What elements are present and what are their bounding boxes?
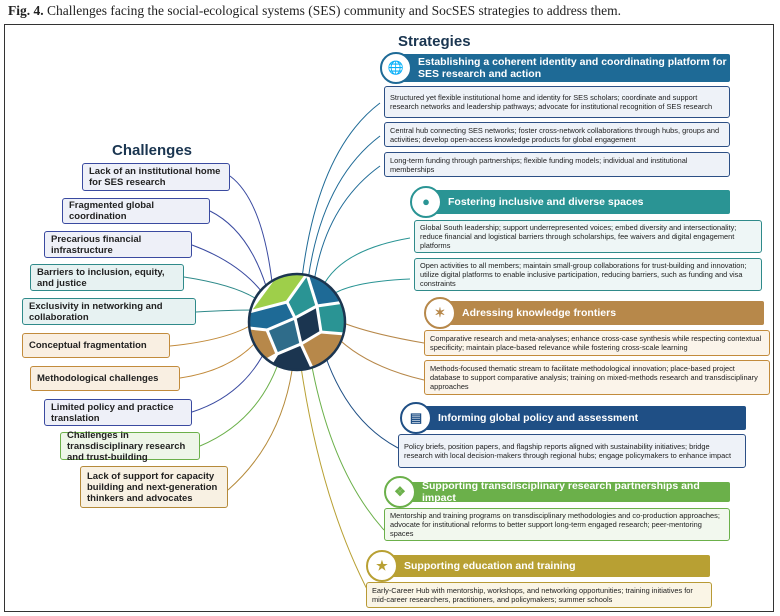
challenge-institutional-home: Lack of an institutional home for SES re… — [82, 163, 230, 191]
strategy-transdisciplinary: ❖ Supporting transdisciplinary research … — [384, 476, 730, 508]
strategy-education: ★ Supporting education and training — [366, 550, 710, 582]
challenge-capacity-building: Lack of support for capacity building an… — [80, 466, 228, 508]
strategies-heading: Strategies — [398, 33, 471, 50]
strategy-item: Long-term funding through partnerships; … — [384, 152, 730, 177]
strategy-item: Comparative research and meta-analyses; … — [424, 330, 770, 356]
challenge-methodological: Methodological challenges — [30, 366, 180, 391]
challenge-label: Precarious financial infrastructure — [51, 233, 142, 256]
challenge-fragmented-coordination: Fragmented global coordination — [62, 198, 210, 224]
challenge-label: Conceptual fragmentation — [29, 340, 147, 351]
strategy-title: Supporting transdisciplinary research pa… — [422, 480, 700, 504]
strategy-item: Methods-focused thematic stream to facil… — [424, 360, 770, 395]
document-chart-icon: ▤ — [400, 402, 432, 434]
challenge-label: Lack of support for capacity building an… — [87, 470, 218, 504]
challenge-inclusion-barriers: Barriers to inclusion, equity, and justi… — [30, 264, 184, 291]
strategy-item: Mentorship and training programs on tran… — [384, 508, 730, 541]
strategy-title: Adressing knowledge frontiers — [462, 307, 617, 319]
strategy-inclusive-spaces: ● Fostering inclusive and diverse spaces — [410, 186, 730, 218]
central-emblem — [247, 272, 347, 372]
figure-frame — [4, 24, 774, 612]
strategy-item: Global South leadership; support underre… — [414, 220, 762, 253]
strategy-identity-platform: 🌐 Establishing a coherent identity and c… — [380, 52, 730, 84]
challenge-label: Methodological challenges — [37, 373, 159, 384]
lightbulb-icon: ✶ — [424, 297, 456, 329]
strategy-title: Establishing a coherent identity and coo… — [418, 56, 727, 80]
strategy-item: Early-Career Hub with mentorship, worksh… — [366, 582, 712, 608]
strategy-item: Structured yet flexible institutional ho… — [384, 86, 730, 118]
challenge-transdisciplinary: Challenges in transdisciplinary research… — [60, 429, 200, 463]
figure-caption: Fig. 4. Challenges facing the social-eco… — [8, 3, 621, 19]
challenge-label: Lack of an institutional home for SES re… — [89, 166, 221, 188]
strategy-item: Open activities to all members; maintain… — [414, 258, 762, 291]
caption-text: Challenges facing the social-ecological … — [47, 3, 622, 18]
globe-network-icon: 🌐 — [380, 52, 412, 84]
challenge-label: Exclusivity in networking and collaborat… — [29, 300, 163, 323]
challenge-label: Barriers to inclusion, equity, and justi… — [37, 266, 165, 289]
people-circle-icon: ● — [410, 186, 442, 218]
caption-label: Fig. 4. — [8, 3, 44, 18]
challenge-networking-exclusivity: Exclusivity in networking and collaborat… — [22, 298, 196, 325]
education-icon: ★ — [366, 550, 398, 582]
challenge-label: Fragmented global coordination — [69, 200, 154, 222]
challenges-heading: Challenges — [112, 142, 193, 159]
strategy-global-policy: ▤ Informing global policy and assessment — [400, 402, 746, 434]
strategy-title: Informing global policy and assessment — [438, 412, 639, 424]
challenge-label: Challenges in transdisciplinary research… — [67, 429, 186, 463]
challenge-conceptual-fragmentation: Conceptual fragmentation — [22, 333, 170, 358]
partnership-icon: ❖ — [384, 476, 416, 508]
challenge-label: Limited policy and practice translation — [51, 401, 174, 424]
strategy-title: Supporting education and training — [404, 560, 576, 572]
strategy-knowledge-frontiers: ✶ Adressing knowledge frontiers — [424, 297, 764, 329]
strategy-item: Central hub connecting SES networks; fos… — [384, 122, 730, 147]
strategy-item: Policy briefs, position papers, and flag… — [398, 434, 746, 468]
strategy-title: Fostering inclusive and diverse spaces — [448, 196, 644, 208]
challenge-financial-infrastructure: Precarious financial infrastructure — [44, 231, 192, 258]
challenge-policy-translation: Limited policy and practice translation — [44, 399, 192, 426]
